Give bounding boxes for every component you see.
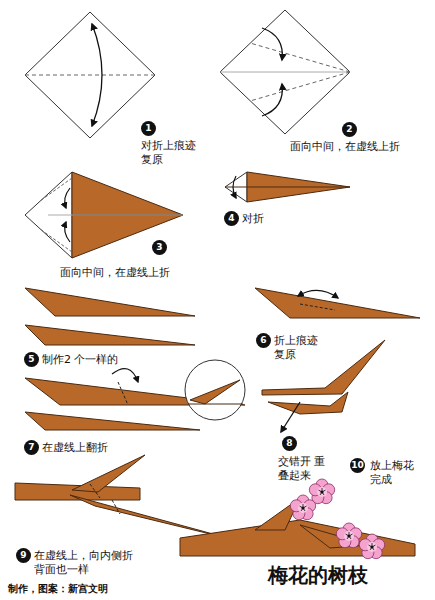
author-credit: 制作，图案：新宫文明	[8, 582, 108, 596]
callout-number: 4	[224, 211, 239, 226]
callout-number: 6	[256, 333, 271, 348]
step-instruction: 在虚线上，向内侧折 背面也一样	[34, 549, 142, 578]
step-instruction: 在虚线上翻折	[42, 441, 132, 455]
callout-number: 9	[16, 548, 31, 563]
step-instruction: 面向中间，在虚线上折	[290, 140, 415, 154]
step-instruction: 对折	[242, 212, 282, 226]
step-instruction: 对折上痕迹 复原	[141, 139, 203, 168]
callout-number: 2	[342, 122, 357, 137]
callout-number: 3	[152, 240, 167, 255]
step-instruction: 制作2 个一样的	[42, 353, 152, 367]
step-instruction: 面向中间，在虚线上折	[60, 266, 185, 280]
callout-number: 7	[24, 440, 39, 455]
step-instruction: 交错开 重叠起来	[278, 455, 330, 484]
callout-number: 8	[282, 436, 297, 451]
diagram-title: 梅花的树枝	[268, 562, 368, 589]
callout-number: 5	[24, 352, 39, 367]
callout-number: 1	[141, 121, 156, 136]
step-instruction: 折上痕迹 复原	[274, 334, 326, 363]
callout-number: 10	[350, 458, 365, 473]
step-instruction: 放上梅花 完成	[370, 459, 422, 488]
